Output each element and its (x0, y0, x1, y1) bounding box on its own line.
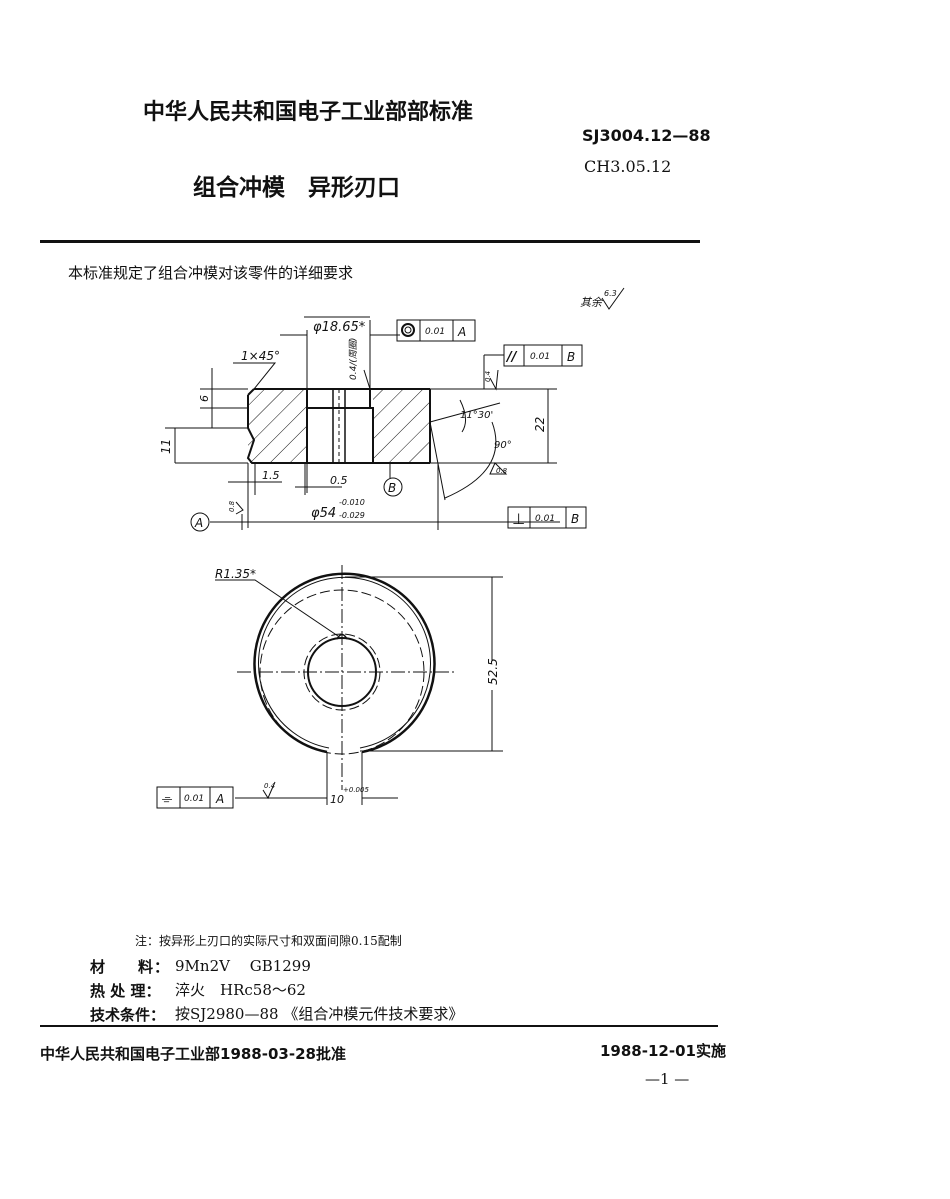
angle-90: 90° (494, 440, 512, 451)
issuer: 中华人民共和国电子工业部部标准 (143, 100, 474, 125)
symmetry-datum: A (215, 792, 224, 806)
symmetry-symbol: ⌯ (161, 792, 173, 807)
note: 注：按异形上刃口的实际尺寸和双面间隙0.15配制 (135, 934, 402, 948)
standard-subcode: CH3.05.12 (584, 157, 672, 176)
tol-upper: -0.010 (339, 498, 365, 507)
concentricity-datum: A (457, 325, 466, 339)
effective-date: 1988-12-01实施 (600, 1042, 726, 1060)
technical-drawing: 其余 6.3 (156, 287, 625, 809)
footer-rule (40, 1025, 718, 1027)
datum-b-circle (383, 477, 403, 497)
header-rule (40, 240, 700, 243)
dim-0-5: 0.5 (330, 474, 348, 487)
roughness-slot: 0.4 (264, 782, 275, 790)
roughness-around: 0.4/(周圈) (348, 338, 359, 380)
roughness-top: 0.4 (484, 371, 492, 382)
dim-52-5: 52.5 (486, 658, 500, 685)
material-value: 9Mn2V GB1299 (175, 957, 311, 975)
tol-lower: -0.029 (339, 511, 365, 520)
general-roughness-prefix: 其余 (580, 296, 604, 309)
plan-view (156, 565, 503, 809)
technical-conditions-value: 按SJ2980—88 《组合冲模元件技术要求》 (175, 1005, 464, 1023)
material-label: 材 料： (90, 958, 171, 976)
perpendicular-symbol: ⊥ (512, 510, 525, 528)
dim-bore-diameter: φ18.65* (313, 320, 366, 335)
page-number: —1 — (645, 1070, 690, 1088)
dim-slot-tol: +0.005 (343, 786, 369, 794)
parallel-value: 0.01 (530, 352, 550, 362)
roughness-symbol-icon (601, 287, 625, 310)
datum-b-label: B (388, 481, 396, 495)
dim-6: 6 (198, 395, 211, 402)
perpendicular-value: 0.01 (535, 514, 555, 524)
general-roughness-value: 6.3 (604, 289, 617, 298)
dim-slot: 10 (330, 793, 344, 806)
roughness-bottom: 0.8 (496, 467, 508, 475)
page-title: 组合冲模 异形刃口 (193, 175, 400, 201)
angle-11-30: 11°30' (460, 410, 493, 421)
dim-outer-diameter: φ54 (311, 506, 336, 521)
parallel-symbol: // (505, 350, 518, 365)
datum-a-circle (190, 512, 210, 532)
dim-22: 22 (533, 417, 547, 432)
concentricity-value: 0.01 (425, 327, 445, 337)
standard-code: SJ3004.12—88 (582, 126, 711, 145)
section-view (165, 316, 587, 532)
parallel-datum: B (567, 350, 575, 364)
heat-treatment-value: 淬火 HRc58～62 (175, 981, 306, 999)
intro-text: 本标准规定了组合冲模对该零件的详细要求 (68, 264, 354, 282)
heat-treatment-label: 热 处 理： (90, 982, 161, 1000)
technical-conditions-label: 技术条件： (90, 1006, 166, 1024)
roughness-left: 0.8 (228, 500, 236, 512)
dim-chamfer: 1×45° (241, 349, 280, 363)
perpendicular-datum: B (571, 512, 579, 526)
dim-11: 11 (159, 439, 173, 454)
symmetry-value: 0.01 (184, 794, 204, 804)
dim-1-5: 1.5 (262, 469, 280, 482)
dim-radius: R1.35* (215, 567, 256, 581)
approval-text: 中华人民共和国电子工业部1988-03-28批准 (40, 1045, 346, 1063)
datum-a-label: A (194, 516, 203, 530)
